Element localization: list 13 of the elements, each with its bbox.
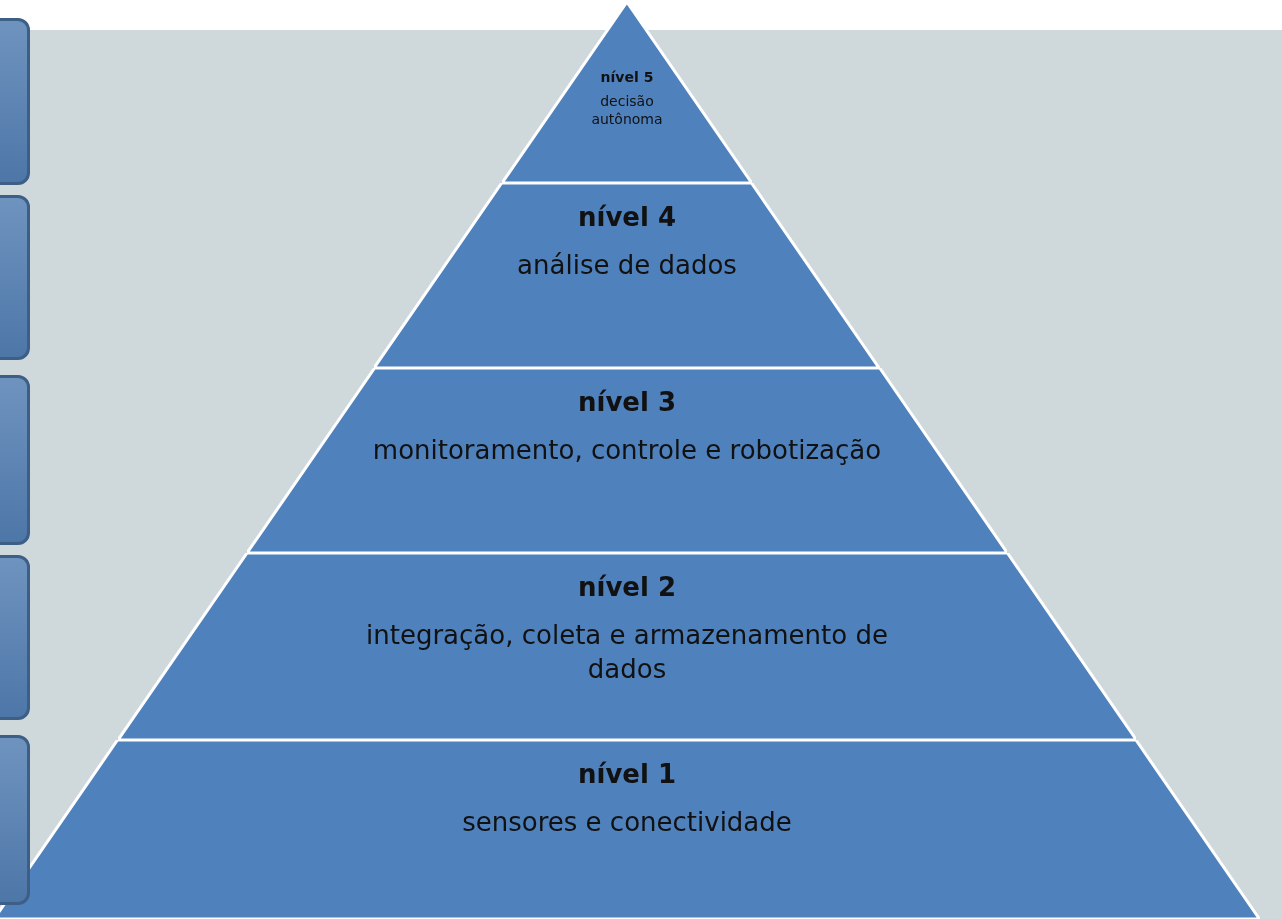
- level-heading: nível 2: [577, 571, 676, 604]
- level-heading: nível 5: [600, 68, 654, 87]
- level-description: decisão autônoma: [590, 92, 664, 129]
- level-description: monitoramento, controle e robotização: [372, 433, 882, 467]
- pyramid-level: [246, 368, 1008, 553]
- pyramid-level: [0, 740, 1260, 919]
- pyramid-level: [117, 553, 1137, 740]
- level-heading: nível 3: [577, 386, 676, 419]
- level-description: análise de dados: [517, 248, 737, 282]
- level-heading: nível 1: [577, 758, 677, 791]
- level-description: sensores e conectividade: [462, 805, 792, 839]
- level-heading: nível 4: [577, 201, 676, 234]
- level-description: integração, coleta e armazenamento de dados: [365, 618, 889, 686]
